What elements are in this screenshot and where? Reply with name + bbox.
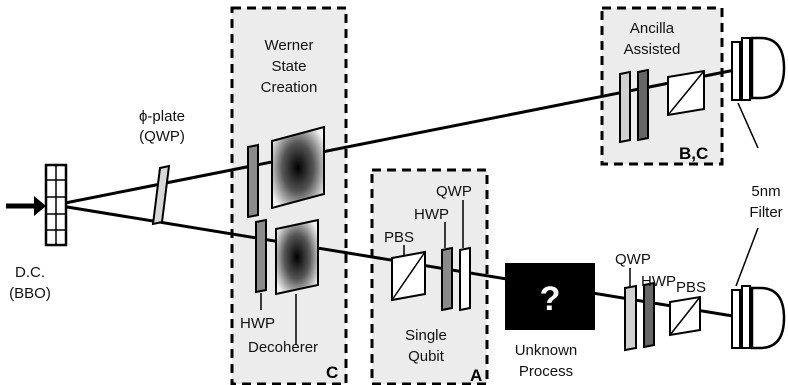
region-a-letter: A	[470, 366, 482, 385]
qwp-a-plate	[459, 246, 471, 312]
ancilla-label-2: Assisted	[624, 41, 681, 58]
pump-arrow	[6, 196, 46, 216]
qwp-r-plate	[624, 284, 637, 352]
ancilla-pbs-cube	[667, 69, 705, 117]
werner-upper-decoherer	[271, 125, 325, 210]
qwp-r-label: QWP	[615, 251, 651, 268]
hwp-a-label: HWP	[414, 206, 449, 223]
phi-plate	[151, 164, 171, 226]
werner-title-1: Werner	[265, 37, 314, 54]
pbs-r-label: PBS	[676, 279, 706, 296]
filter-label-2: Filter	[749, 204, 782, 221]
unknown-symbol: ?	[540, 280, 561, 318]
unknown-process-label-1: Unknown	[515, 342, 578, 359]
ancilla-plate-1	[619, 70, 631, 144]
dc-label: D.C.	[15, 264, 45, 281]
region-bc-letter: B,C	[679, 144, 708, 163]
lower-detector	[750, 286, 786, 350]
pbs-r-cube	[669, 295, 701, 337]
qwp-a-label: QWP	[436, 183, 472, 200]
filter-leader-lower	[735, 227, 759, 287]
hwp-r-label: HWP	[641, 273, 676, 290]
werner-title-3: Creation	[261, 79, 318, 96]
hwp-c-label: HWP	[240, 315, 275, 332]
single-qubit-label-1: Single	[405, 327, 447, 344]
filter-label-1: 5nm	[751, 183, 780, 200]
bbo-label: (BBO)	[9, 285, 51, 302]
hwp-r-plate	[643, 281, 655, 349]
filter-leader-upper	[737, 102, 759, 149]
pbs-a-label: PBS	[384, 229, 414, 246]
bbo-crystal	[44, 163, 68, 247]
hwp-c-plate	[255, 218, 267, 294]
ancilla-label-1: Ancilla	[630, 20, 675, 37]
werner-title-2: State	[271, 58, 306, 75]
decoherer-block	[275, 218, 319, 296]
ancilla-plate-2	[637, 68, 649, 142]
unknown-process-box	[505, 263, 595, 330]
phi-plate-sublabel: (QWP)	[139, 128, 185, 145]
lower-filter	[731, 285, 751, 349]
region-c-letter: C	[326, 363, 338, 382]
phi-plate-label: ϕ-plate	[139, 108, 185, 125]
hwp-a-plate	[441, 246, 453, 312]
unknown-process-label-2: Process	[519, 363, 573, 380]
upper-filter	[731, 37, 751, 101]
upper-detector	[750, 36, 786, 100]
single-qubit-label-2: Qubit	[408, 348, 445, 365]
decoherer-label: Decoherer	[248, 339, 318, 356]
pbs-a-cube	[391, 250, 426, 302]
werner-upper-plate	[247, 143, 259, 219]
